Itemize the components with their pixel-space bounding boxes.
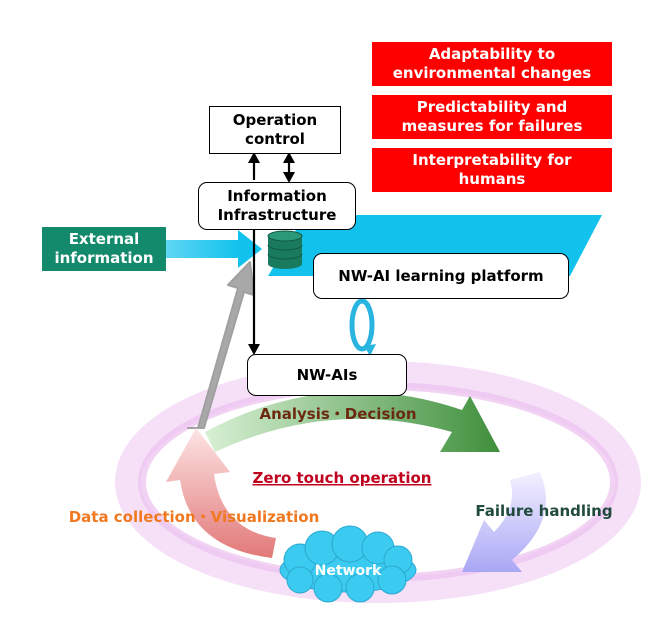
- external-information-box: External information: [42, 227, 166, 271]
- operation-control-line: control: [245, 130, 305, 148]
- data-collection-label: Data collection・Visualization: [69, 508, 320, 526]
- requirement-predictability: Predictability and measures for failures: [372, 95, 612, 139]
- information-infrastructure-line: Infrastructure: [217, 206, 337, 224]
- network-cloud: [279, 525, 417, 603]
- learning-platform-box: NW-AI learning platform: [313, 253, 569, 299]
- requirement-line: Adaptability to: [428, 45, 556, 63]
- database-icon: [267, 230, 303, 269]
- information-infrastructure-line: Information: [227, 187, 327, 205]
- network-label: Network: [315, 563, 382, 579]
- operation-control-line: Operation: [232, 111, 318, 129]
- requirement-adaptability: Adaptability to environmental changes: [372, 42, 612, 86]
- learning-platform-label: NW-AI learning platform: [338, 267, 544, 285]
- external-arrow: [166, 230, 262, 268]
- requirement-line: measures for failures: [401, 117, 583, 135]
- data-upload-arrow: [187, 261, 255, 429]
- analysis-decision-label: Analysis・Decision: [259, 405, 416, 423]
- requirement-line: environmental changes: [392, 64, 592, 82]
- nw-ais-box: NW-AIs: [247, 354, 407, 396]
- requirement-line: Predictability and: [416, 98, 568, 116]
- information-infrastructure-box: Information Infrastructure: [198, 182, 356, 230]
- nw-ais-label: NW-AIs: [296, 366, 358, 384]
- requirement-interpretability: Interpretability for humans: [372, 148, 612, 192]
- analysis-decision-arrow: [205, 391, 500, 452]
- external-information-line: External: [68, 230, 140, 248]
- zero-touch-label: Zero touch operation: [253, 469, 432, 487]
- learning-loop-arrow: [349, 298, 376, 356]
- operation-control-box: Operation control: [209, 106, 341, 154]
- requirement-line: humans: [458, 170, 526, 188]
- failure-handling-arrow: [462, 472, 546, 572]
- external-information-line: information: [54, 249, 154, 267]
- failure-handling-label: Failure handling: [475, 502, 612, 520]
- data-collection-arrow: [166, 428, 276, 558]
- requirement-line: Interpretability for: [412, 151, 572, 169]
- connector-lines: [248, 152, 295, 355]
